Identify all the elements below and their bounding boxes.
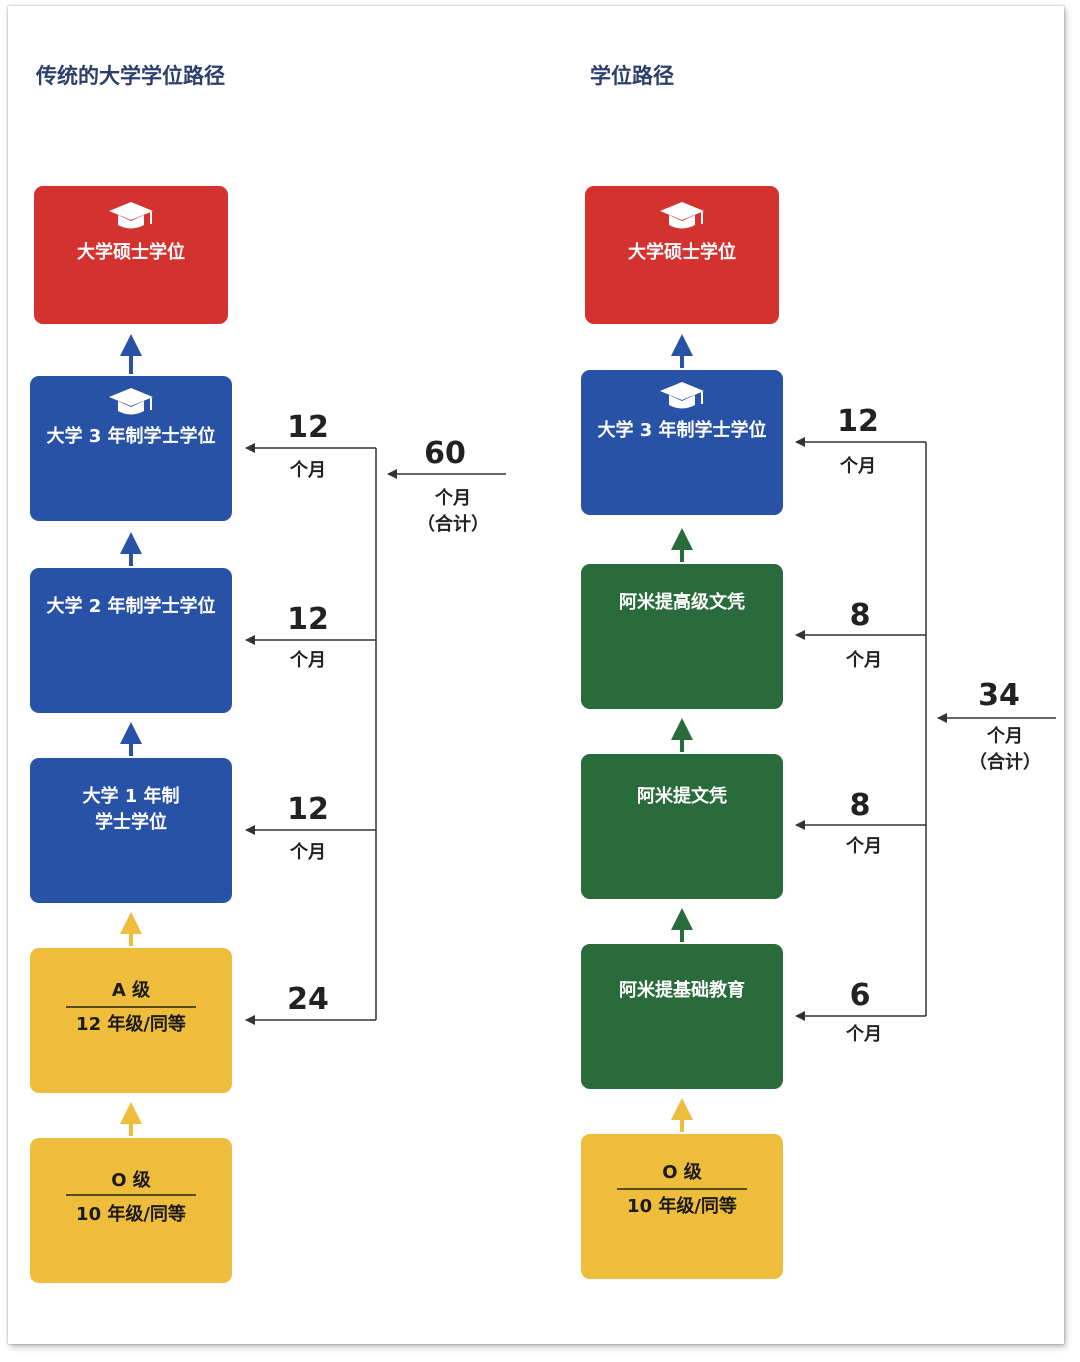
left-alevel-box: A 级 12 年级/同等 xyxy=(30,948,232,1093)
right-duration-4-value: 6 xyxy=(849,978,871,1013)
left-masters-label: 大学硕士学位 xyxy=(77,242,185,263)
right-year3-label: 大学 3 年制学士学位 xyxy=(597,420,767,441)
right-olevel-top: O 级 xyxy=(662,1162,702,1183)
right-duration-2-value: 8 xyxy=(849,598,871,633)
left-olevel-divider xyxy=(66,1194,196,1196)
graduation-cap-icon xyxy=(109,202,153,229)
right-total-value: 34 xyxy=(978,678,1020,713)
right-bracket xyxy=(795,437,1056,1021)
left-title: 传统的大学学位路径 xyxy=(36,64,225,88)
left-year3-box: 大学 3 年制学士学位 xyxy=(30,376,232,521)
right-foundation-box: 阿米提基础教育 xyxy=(581,944,783,1089)
left-duration-2-value: 12 xyxy=(287,602,329,637)
right-masters-label: 大学硕士学位 xyxy=(628,242,736,263)
right-duration-3-value: 8 xyxy=(849,788,871,823)
left-duration-4-value: 24 xyxy=(287,982,329,1017)
right-year3-box: 大学 3 年制学士学位 xyxy=(581,370,783,515)
right-olevel-divider xyxy=(617,1188,747,1190)
left-olevel-bottom: 10 年级/同等 xyxy=(76,1204,186,1225)
left-alevel-top: A 级 xyxy=(111,980,151,1001)
right-advanced-label: 阿米提高级文凭 xyxy=(619,592,745,613)
left-masters-box: 大学硕士学位 xyxy=(34,186,228,324)
graduation-cap-icon xyxy=(660,382,704,409)
left-duration-3-unit: 个月 xyxy=(290,842,326,863)
right-flow-arrows xyxy=(671,334,693,1132)
left-year2-label: 大学 2 年制学士学位 xyxy=(46,596,216,617)
right-olevel-bottom: 10 年级/同等 xyxy=(627,1196,737,1217)
left-total-note: （合计） xyxy=(417,514,489,535)
left-total-value: 60 xyxy=(424,436,466,471)
left-year1-label-1: 大学 1 年制 xyxy=(82,786,180,807)
left-duration-3-value: 12 xyxy=(287,792,329,827)
left-bracket xyxy=(245,443,506,1025)
left-alevel-bottom: 12 年级/同等 xyxy=(76,1014,186,1035)
right-duration-3-unit: 个月 xyxy=(846,836,882,857)
right-duration-4-unit: 个月 xyxy=(846,1024,882,1045)
right-foundation-label: 阿米提基础教育 xyxy=(619,980,745,1001)
right-duration-1-unit: 个月 xyxy=(840,456,876,477)
right-total-note: （合计） xyxy=(969,752,1041,773)
graduation-cap-icon xyxy=(660,202,704,229)
graduation-cap-icon xyxy=(109,388,153,415)
left-olevel-top: O 级 xyxy=(111,1170,151,1191)
left-olevel-box: O 级 10 年级/同等 xyxy=(30,1138,232,1283)
left-total-unit: 个月 xyxy=(435,488,471,509)
right-olevel-box: O 级 10 年级/同等 xyxy=(581,1134,783,1279)
right-title: 学位路径 xyxy=(590,64,674,88)
right-masters-box: 大学硕士学位 xyxy=(585,186,779,324)
left-duration-1-value: 12 xyxy=(287,410,329,445)
left-duration-1-unit: 个月 xyxy=(290,460,326,481)
left-year2-box: 大学 2 年制学士学位 xyxy=(30,568,232,713)
left-duration-2-unit: 个月 xyxy=(290,650,326,671)
left-alevel-divider xyxy=(66,1006,196,1008)
right-diploma-label: 阿米提文凭 xyxy=(637,786,727,807)
left-year1-label-2: 学士学位 xyxy=(95,812,167,833)
right-diploma-box: 阿米提文凭 xyxy=(581,754,783,899)
left-year3-label: 大学 3 年制学士学位 xyxy=(46,426,216,447)
left-flow-arrows xyxy=(120,334,142,1136)
right-duration-2-unit: 个月 xyxy=(846,650,882,671)
right-advanced-box: 阿米提高级文凭 xyxy=(581,564,783,709)
left-year1-box: 大学 1 年制 学士学位 xyxy=(30,758,232,903)
right-duration-1-value: 12 xyxy=(837,404,879,439)
right-total-unit: 个月 xyxy=(987,726,1023,747)
